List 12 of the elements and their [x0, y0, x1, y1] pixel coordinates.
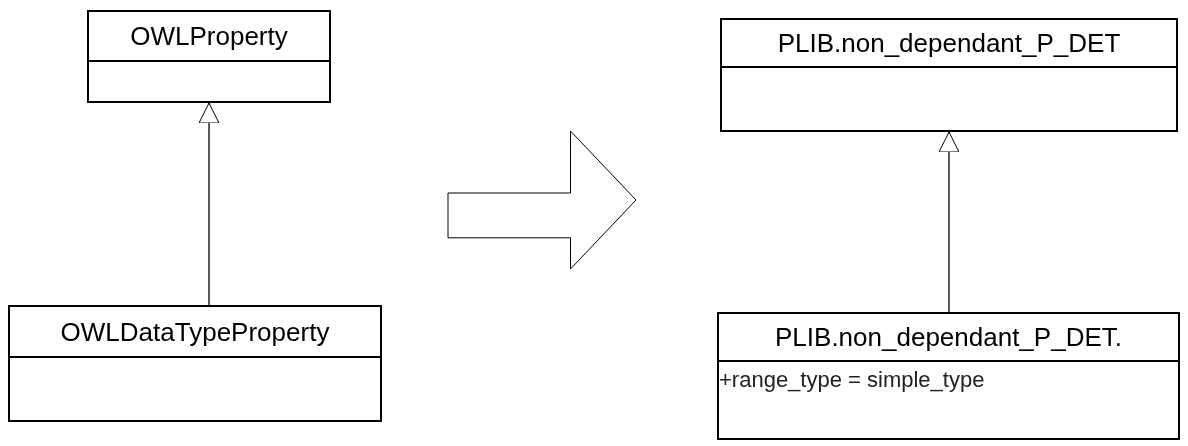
block-arrow [447, 130, 637, 270]
inheritance-arrow [198, 102, 220, 306]
class-name: PLIB.non_dependant_P_DET [777, 30, 1121, 56]
class-name: PLIB.non_dependant_P_DET. [775, 324, 1122, 350]
class-name: OWLDataTypeProperty [60, 318, 330, 345]
class-box [87, 10, 331, 103]
class-name: OWLProperty [130, 23, 288, 49]
class-box [717, 312, 1180, 440]
class-attribute: +range_type = simple_type [719, 366, 986, 394]
class-box [720, 18, 1178, 132]
class-box [8, 305, 382, 422]
inheritance-arrow [938, 131, 960, 313]
